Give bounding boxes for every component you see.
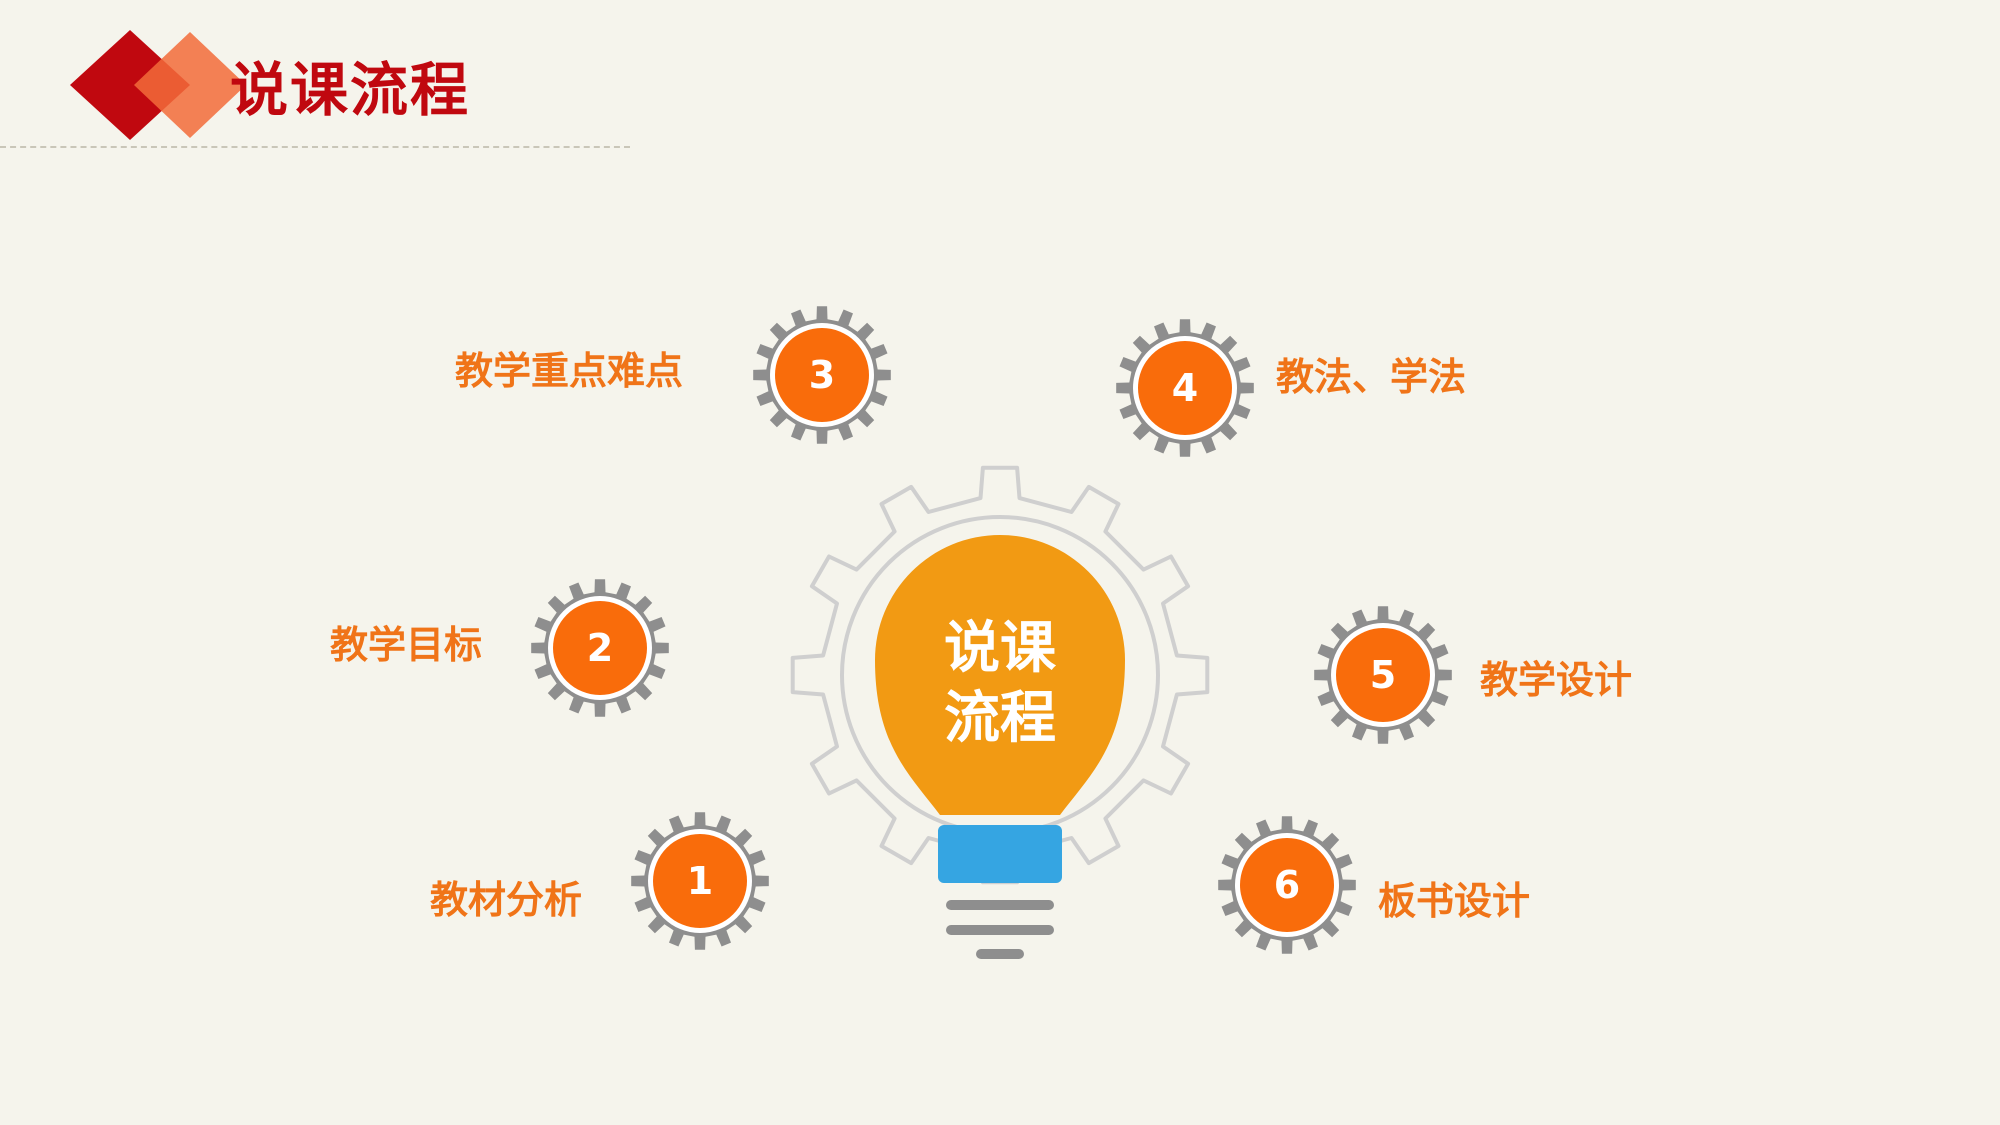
big-gear-outline <box>790 465 1210 885</box>
step-label-1: 教材分析 <box>430 878 583 922</box>
lightbulb-gear-icon <box>790 465 1210 959</box>
bulb-text-line2: 流程 <box>944 686 1056 751</box>
step-gear-3: 3 <box>753 306 891 444</box>
step-number-3: 3 <box>809 353 835 397</box>
step-gear-4: 4 <box>1116 319 1254 457</box>
step-label-3: 教学重点难点 <box>455 349 684 393</box>
step-number-6: 6 <box>1274 863 1300 907</box>
step-number-2: 2 <box>587 626 613 670</box>
bulb-text-line1: 说课 <box>944 616 1056 681</box>
header-divider <box>0 146 630 148</box>
step-label-6: 板书设计 <box>1378 879 1531 923</box>
step-gear-6: 6 <box>1218 816 1356 954</box>
bulb-glass <box>875 535 1125 815</box>
step-label-5: 教学设计 <box>1480 658 1633 702</box>
step-gear-5: 5 <box>1314 606 1452 744</box>
page-title: 说课流程 <box>230 56 471 124</box>
step-gear-1: 1 <box>631 812 769 950</box>
step-number-1: 1 <box>687 859 713 903</box>
step-label-2: 教学目标 <box>330 623 483 667</box>
bulb-text: 说课 流程 <box>900 614 1100 754</box>
step-number-4: 4 <box>1172 366 1198 410</box>
logo-diamonds-icon <box>70 30 246 140</box>
bulb-socket <box>938 825 1062 883</box>
step-gear-2: 2 <box>531 579 669 717</box>
step-label-4: 教法、学法 <box>1276 355 1467 399</box>
step-number-5: 5 <box>1370 653 1396 697</box>
